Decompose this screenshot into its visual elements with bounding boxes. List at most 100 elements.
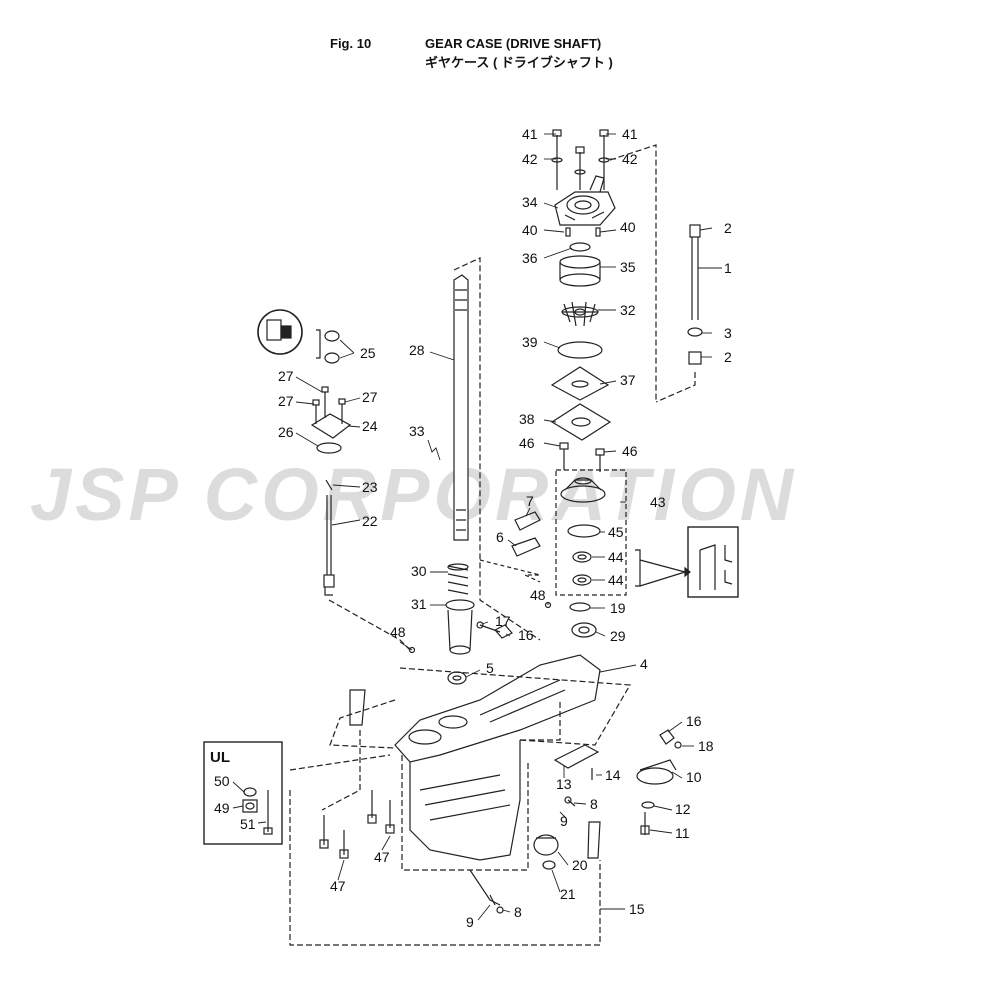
callout-16: 16 — [686, 713, 702, 729]
callout-44: 44 — [608, 549, 624, 565]
callout-47: 47 — [330, 878, 346, 894]
callout-34: 34 — [522, 194, 538, 210]
pump-housing — [554, 175, 616, 226]
callout-28: 28 — [409, 342, 425, 358]
callout-26: 26 — [278, 424, 294, 440]
callout-31: 31 — [411, 596, 427, 612]
impeller — [561, 301, 599, 327]
circlip-23 — [325, 479, 333, 491]
callout-14: 14 — [605, 767, 621, 783]
anode-left — [349, 689, 366, 726]
oil-seal-upper — [572, 551, 592, 563]
oil-seal-lower — [572, 574, 592, 586]
callout-38: 38 — [519, 411, 535, 427]
figure-number: Fig. 10 — [330, 36, 372, 51]
callout-7: 7 — [526, 493, 534, 509]
o-ring-26 — [316, 442, 342, 454]
callout-9: 9 — [466, 914, 474, 930]
callout-46: 46 — [622, 443, 638, 459]
callout-1: 1 — [724, 260, 732, 276]
callout-36: 36 — [522, 250, 538, 266]
screw-9-bottom — [489, 894, 496, 906]
bolt-11 — [640, 812, 650, 835]
callout-30: 30 — [411, 563, 427, 579]
callout-47: 47 — [374, 849, 390, 865]
callout-19: 19 — [610, 600, 626, 616]
callout-39: 39 — [522, 334, 538, 350]
dowel-pin-right — [595, 227, 601, 237]
callout-18: 18 — [698, 738, 714, 754]
bolt-47-c — [367, 790, 377, 824]
anode-right — [587, 821, 601, 859]
o-ring-45 — [567, 524, 601, 538]
bolt-41-left — [552, 129, 562, 190]
callout-46: 46 — [519, 435, 535, 451]
callout-12: 12 — [675, 801, 691, 817]
cover-13 — [553, 744, 600, 769]
nut-50 — [243, 787, 257, 797]
callout-4: 4 — [640, 656, 648, 672]
figure-title-jp: ギヤケース ( ドライブシャフト ) — [425, 55, 613, 70]
bolt-47-a — [319, 815, 329, 849]
shift-rod-22 — [323, 495, 335, 596]
callout-40: 40 — [522, 222, 538, 238]
callout-41: 41 — [622, 126, 638, 142]
bearing-5 — [447, 671, 467, 685]
o-ring-19 — [569, 602, 591, 612]
plug-16-right — [659, 729, 675, 745]
lower-casing — [394, 654, 601, 906]
bolt-46-right — [595, 448, 605, 472]
key-7 — [514, 511, 541, 531]
gasket — [550, 403, 612, 441]
screw-8-bottom — [496, 906, 504, 914]
callout-43: 43 — [650, 494, 666, 510]
callout-20: 20 — [572, 857, 588, 873]
outer-plate — [550, 366, 610, 401]
callout-3: 3 — [724, 325, 732, 341]
leader-lines — [232, 133, 722, 921]
callout-50: 50 — [214, 773, 230, 789]
screw-8-right — [564, 796, 576, 807]
callout-48: 48 — [390, 624, 406, 640]
callout-29: 29 — [610, 628, 626, 644]
o-ring-36 — [569, 242, 591, 252]
callout-27: 27 — [278, 393, 294, 409]
trim-tab-10 — [636, 759, 677, 785]
watermark: JSP CORPORATION — [30, 453, 798, 536]
plug-16 — [494, 624, 513, 639]
callout-11: 11 — [675, 825, 690, 841]
magnifier-bubble — [257, 309, 303, 355]
stud-51 — [263, 790, 273, 835]
callout-15: 15 — [629, 901, 645, 917]
pump-insert — [559, 255, 601, 287]
ul-box — [203, 741, 283, 845]
bolt-46-left — [559, 442, 569, 470]
bolt-47-d — [385, 800, 395, 834]
callout-22: 22 — [362, 513, 378, 529]
callout-5: 5 — [486, 660, 494, 676]
callout-49: 49 — [214, 800, 230, 816]
ul-label: UL — [210, 749, 230, 766]
bolt-41-right — [599, 129, 609, 190]
callout-51: 51 — [240, 816, 256, 832]
seal-housing — [560, 477, 606, 503]
callout-27: 27 — [362, 389, 378, 405]
callout-23: 23 — [362, 479, 378, 495]
callout-42: 42 — [622, 151, 638, 167]
callout-2: 2 — [724, 220, 732, 236]
callout-10: 10 — [686, 769, 702, 785]
washer-12 — [641, 801, 655, 809]
assembly-43-box — [555, 469, 627, 596]
callout-24: 24 — [362, 418, 378, 434]
callout-27: 27 — [278, 368, 294, 384]
dowel-pin-left — [565, 227, 571, 237]
key-6 — [511, 537, 541, 557]
callout-32: 32 — [620, 302, 636, 318]
callout-37: 37 — [620, 372, 636, 388]
nut-49 — [242, 799, 258, 813]
callout-33: 33 — [409, 423, 425, 439]
callout-41: 41 — [522, 126, 538, 142]
spring — [447, 563, 469, 595]
